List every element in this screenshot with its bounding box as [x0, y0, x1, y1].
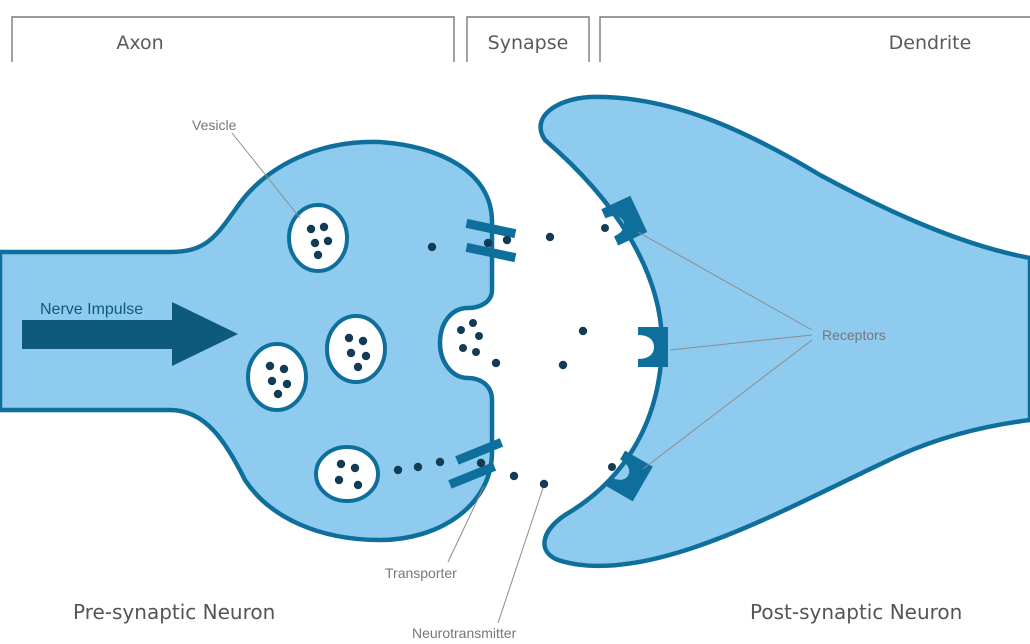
- bound-neurotransmitter-dot: [608, 463, 616, 471]
- dendrite-label: Dendrite: [889, 32, 972, 54]
- nerve-impulse-label: Nerve Impulse: [40, 301, 143, 318]
- neurotransmitter-dot: [579, 327, 587, 335]
- neurotransmitter-dot: [283, 380, 291, 388]
- neurotransmitter-dot: [268, 377, 276, 385]
- neurotransmitter-dot: [484, 239, 492, 247]
- receptors-label: Receptors: [822, 327, 886, 343]
- synapse-label: Synapse: [488, 32, 569, 54]
- vesicle-membrane: [316, 447, 378, 501]
- neurotransmitter-dot: [354, 363, 362, 371]
- axon-bracket: [12, 17, 454, 62]
- neurotransmitter-label: Neurotransmitter: [412, 625, 517, 641]
- neurotransmitter-dot: [320, 223, 328, 231]
- neurotransmitter-dot: [546, 233, 554, 241]
- region-brackets: Axon Synapse Dendrite: [12, 17, 1030, 62]
- neurotransmitter-dot: [280, 365, 288, 373]
- neurotransmitter-dot: [503, 236, 511, 244]
- neurotransmitter-dot: [477, 459, 485, 467]
- neurotransmitter-dot: [414, 463, 422, 471]
- vesicle: [327, 316, 385, 382]
- neurotransmitter-dot: [394, 466, 402, 474]
- neurotransmitter-dot: [559, 361, 567, 369]
- post-synaptic-dendrite: [541, 97, 1030, 566]
- bound-neurotransmitter-dot: [601, 224, 609, 232]
- neurotransmitter-dot: [475, 332, 483, 340]
- neurotransmitter-dot: [469, 319, 477, 327]
- neurotransmitter-dot: [492, 359, 500, 367]
- neurotransmitter-dot: [347, 349, 355, 357]
- neurotransmitter-dot: [457, 326, 465, 334]
- neurotransmitter-dot: [362, 352, 370, 360]
- neurotransmitter-dot: [274, 390, 282, 398]
- neurotransmitter-dot: [428, 243, 436, 251]
- neurotransmitter-dot: [351, 464, 359, 472]
- post-synaptic-label: Post-synaptic Neuron: [750, 600, 962, 624]
- neurotransmitter-dot: [459, 344, 467, 352]
- neurotransmitter-dot: [354, 481, 362, 489]
- neurotransmitter-dot: [314, 251, 322, 259]
- pre-synaptic-label: Pre-synaptic Neuron: [73, 600, 275, 624]
- vesicle-membrane: [327, 316, 385, 382]
- receptor-shape: [638, 327, 668, 367]
- vesicle-membrane: [248, 344, 306, 410]
- vesicle-label: Vesicle: [192, 117, 237, 133]
- transporter-label: Transporter: [385, 565, 457, 581]
- impulse-arrow-shaft: [22, 320, 174, 349]
- neurotransmitter-dot: [472, 348, 480, 356]
- exocytosis-release: [457, 319, 483, 356]
- receptor: [638, 327, 668, 367]
- vesicle: [248, 344, 306, 410]
- neurotransmitter-dot: [266, 362, 274, 370]
- neurotransmitter-leader-line: [498, 488, 543, 623]
- neurotransmitter-dot: [311, 239, 319, 247]
- axon-label: Axon: [116, 32, 163, 54]
- neurotransmitter-dot: [359, 337, 367, 345]
- neurotransmitter-dot: [307, 225, 315, 233]
- neurotransmitter-dot: [436, 458, 444, 466]
- vesicle: [316, 447, 378, 501]
- neurotransmitter-dot: [324, 237, 332, 245]
- neurotransmitter-dot: [540, 480, 548, 488]
- neurotransmitter-dot: [345, 334, 353, 342]
- neurotransmitter-dot: [337, 460, 345, 468]
- neurotransmitter-dot: [510, 472, 518, 480]
- neurotransmitter-dot: [335, 476, 343, 484]
